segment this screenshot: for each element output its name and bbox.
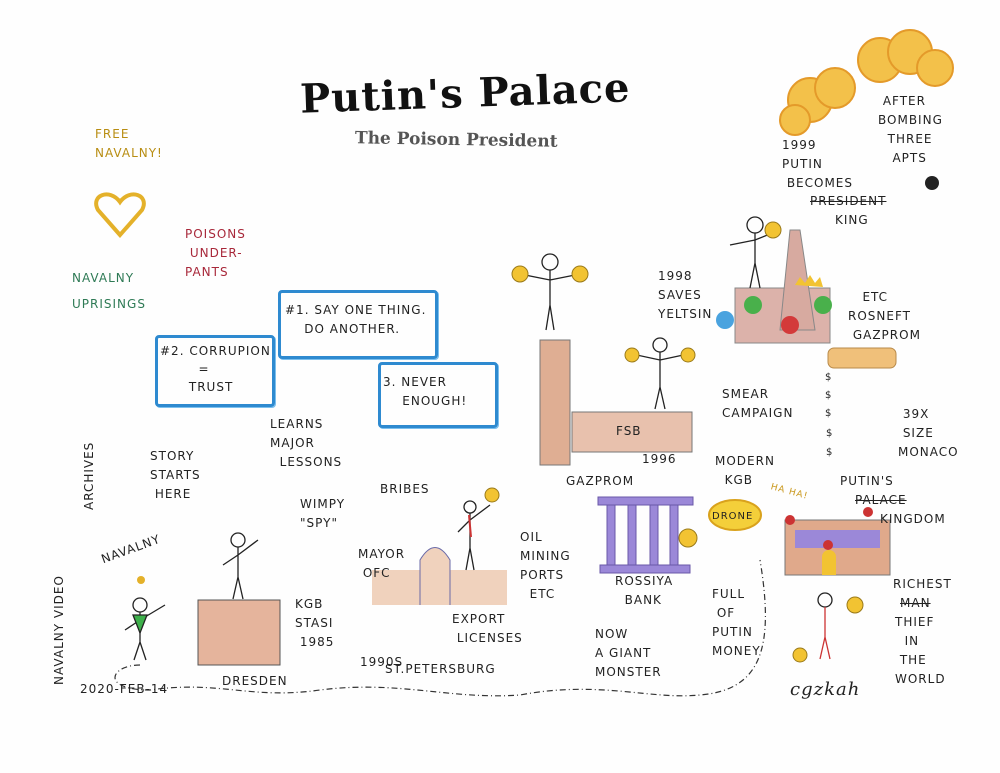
monaco-size-text: 39x SIZE MONACO bbox=[898, 407, 959, 459]
poisons-underpants-text: POISONS UNDER- PANTS bbox=[185, 227, 246, 279]
lesson-1-text: #1. SAY ONE THING. DO ANOTHER. bbox=[285, 303, 427, 336]
export-licenses-text: EXPORT LICENSES bbox=[452, 612, 523, 645]
man-struck-text: MAN bbox=[900, 596, 931, 610]
lesson-2-text: #2. CORRUPION = TRUST bbox=[160, 344, 271, 394]
kremlin-drawing bbox=[716, 229, 832, 344]
st-petersburg-text: ST.PETERSBURG bbox=[385, 662, 496, 676]
modern-kgb-text: MODERN KGB bbox=[715, 454, 775, 487]
rossiya-bank-text: ROSSIYA BANK bbox=[615, 574, 674, 607]
svg-text:$: $ bbox=[825, 408, 831, 419]
svg-text:$: $ bbox=[825, 390, 831, 401]
dollar-trail: $ $ $ $ $ bbox=[825, 372, 832, 458]
svg-text:$: $ bbox=[825, 372, 831, 383]
richest-text: RICHEST bbox=[893, 577, 952, 591]
president-struck-text: PRESIDENT bbox=[810, 194, 887, 208]
putin-palace-drawing bbox=[784, 507, 891, 576]
dresden-building bbox=[197, 599, 281, 666]
palace-struck-text: PALACE bbox=[855, 493, 907, 507]
archives-text: ARCHIVES bbox=[82, 441, 96, 510]
dresden-text: DRESDEN bbox=[222, 674, 288, 688]
navalny-star-icon bbox=[137, 576, 145, 584]
explosion-clouds bbox=[779, 29, 954, 136]
svg-text:$: $ bbox=[826, 447, 832, 458]
navalny-uprisings-text: NAVALNY UPRISINGS bbox=[72, 271, 146, 311]
money-bags bbox=[484, 221, 864, 663]
svg-text:$: $ bbox=[826, 428, 832, 439]
learns-major-lessons-text: LEARNS MAJOR LESSONS bbox=[270, 417, 343, 469]
date-text: 2020-FEB-14 bbox=[80, 682, 169, 696]
king-text: KING bbox=[835, 213, 869, 227]
lesson-3-text: 3. NEVER ENOUGH! bbox=[383, 375, 468, 408]
church-dome bbox=[419, 547, 451, 605]
bribes-text: BRIBES bbox=[380, 482, 430, 496]
oil-mining-text: OIL MINING PORTS ETC bbox=[520, 530, 571, 601]
smear-campaign-text: SMEAR CAMPAIGN bbox=[722, 387, 794, 420]
giant-monster-text: NOW A GIANT MONSTER bbox=[595, 627, 662, 679]
stick-figures bbox=[124, 216, 833, 661]
full-of-money-text: FULL OF PUTIN MONEY bbox=[712, 587, 761, 658]
becomes-president-text: 1999 PUTIN BECOMES bbox=[782, 138, 854, 190]
drone-text: DRONE bbox=[712, 511, 754, 522]
tall-tower bbox=[539, 339, 571, 466]
rosneft-gazprom-text: ETC ROSNEFT GAZPROM bbox=[848, 290, 921, 342]
free-navalny-text: FREE NAVALNY! bbox=[95, 127, 163, 160]
gas-pipe bbox=[827, 347, 897, 369]
journey-path bbox=[114, 559, 766, 697]
bomb-icon bbox=[925, 176, 939, 190]
story-starts-here-text: STORY STARTS HERE bbox=[150, 449, 201, 501]
thief-in-world-text: THIEF IN THE WORLD bbox=[895, 615, 946, 686]
navalny-video-text: NAVALNY VIDEO bbox=[52, 575, 66, 685]
1990s-text: 1990s bbox=[360, 655, 404, 669]
lesson-2-box: #2. CORRUPION = TRUST bbox=[155, 335, 275, 407]
drone-shape bbox=[708, 499, 762, 531]
1996-text: 1996 bbox=[642, 452, 677, 466]
lesson-3-box: 3. NEVER ENOUGH! bbox=[378, 362, 498, 428]
fsb-text: FSB bbox=[616, 424, 642, 438]
page-subtitle: The Poison President bbox=[354, 128, 558, 152]
gazprom-text: GAZPROM bbox=[566, 474, 635, 488]
putins-text: PUTIN'S bbox=[840, 474, 894, 488]
artist-signature: cgzkah bbox=[790, 679, 861, 700]
lesson-1-box: #1. SAY ONE THING. DO ANOTHER. bbox=[278, 290, 438, 359]
after-bombing-text: AFTER BOMBING THREE APTS bbox=[878, 94, 943, 165]
kingdom-text: KINGDOM bbox=[880, 512, 946, 526]
kgb-stasi-text: KGB STASI 1985 bbox=[295, 597, 335, 649]
rossiya-bank-drawing bbox=[597, 496, 694, 574]
mayor-office-text: MAYOR OFC bbox=[358, 547, 406, 580]
fsb-building bbox=[571, 411, 693, 453]
saves-yeltsin-text: 1998 SAVES YELTSIN bbox=[658, 269, 713, 321]
wimpy-spy-text: WIMPY "SPY" bbox=[300, 497, 346, 530]
heart-icon bbox=[94, 192, 146, 239]
